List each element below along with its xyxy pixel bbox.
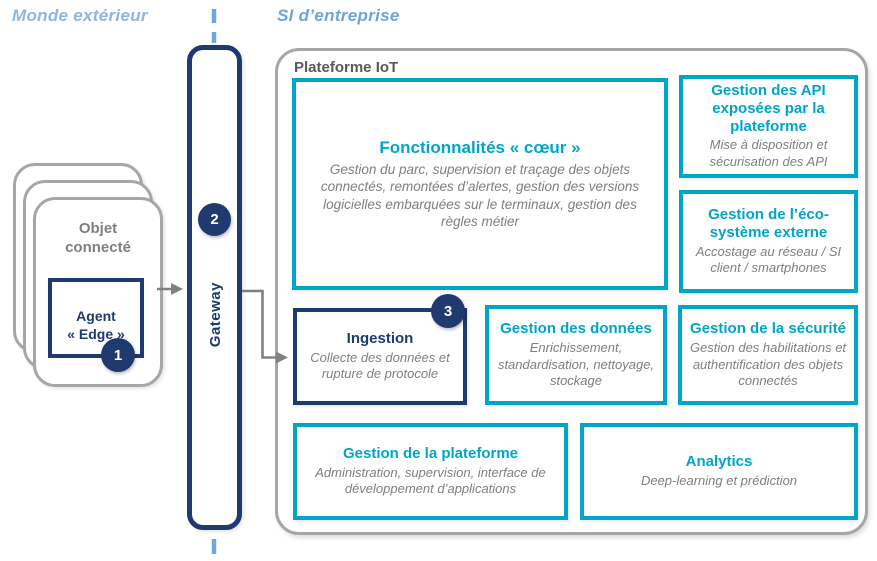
feature-box-platform-management: Gestion de la plateforme Administration,… (293, 423, 568, 520)
platform-management-desc: Administration, supervision, interface d… (315, 464, 546, 497)
connected-object-card-front: Objet connecté Agent « Edge » (33, 197, 163, 387)
analytics-desc: Deep-learning et prédiction (640, 473, 798, 489)
api-desc: Mise à disposition et sécurisation des A… (709, 137, 828, 170)
platform-management-title: Gestion de la plateforme (342, 445, 519, 463)
step-badge-1: 1 (101, 338, 135, 372)
gateway-label: Gateway (207, 282, 224, 348)
gateway-box: Gateway (187, 45, 242, 530)
feature-box-core: Fonctionnalités « cœur » Gestion du parc… (292, 78, 668, 290)
feature-box-data: Gestion des données Enrichissement, stan… (485, 305, 667, 405)
security-desc: Gestion des habilitations et authentific… (689, 339, 847, 389)
core-desc: Gestion du parc, supervision et traçage … (320, 161, 640, 229)
si-entreprise-label: SI d’entreprise (277, 6, 400, 25)
data-title: Gestion des données (500, 320, 652, 338)
security-title: Gestion de la sécurité (690, 320, 846, 338)
ecosystem-title: Gestion de l’éco-système externe (708, 206, 829, 241)
monde-exterieur-label: Monde extérieur (12, 6, 148, 25)
api-title: Gestion des API exposées par la platefor… (711, 82, 826, 135)
analytics-title: Analytics (685, 453, 753, 471)
connected-object-label-line1: Objet (78, 220, 118, 237)
connected-object-label-line2: connecté (65, 238, 131, 256)
connected-object-label: Objet connecté (36, 220, 160, 258)
ecosystem-desc: Accostage au réseau / SI client / smartp… (695, 243, 842, 276)
agent-edge-label-line2: « Edge » (67, 326, 125, 342)
data-desc: Enrichissement, standardisation, nettoya… (497, 339, 655, 389)
ingestion-title: Ingestion (346, 330, 414, 348)
core-title: Fonctionnalités « cœur » (379, 137, 581, 157)
agent-edge-label-line1: Agent (76, 307, 116, 324)
ingestion-desc: Collecte des données et rupture de proto… (310, 349, 450, 382)
feature-box-analytics: Analytics Deep-learning et prédiction (580, 423, 858, 520)
feature-box-api: Gestion des API exposées par la platefor… (679, 75, 858, 178)
step-badge-2: 2 (198, 203, 231, 236)
feature-box-ingestion: Ingestion Collecte des données et ruptur… (293, 308, 467, 405)
platform-label: Plateforme IoT (294, 59, 399, 76)
feature-box-security: Gestion de la sécurité Gestion des habil… (678, 305, 858, 405)
feature-box-ecosystem: Gestion de l’éco-système externe Accosta… (679, 190, 858, 293)
step-badge-3: 3 (431, 294, 465, 328)
